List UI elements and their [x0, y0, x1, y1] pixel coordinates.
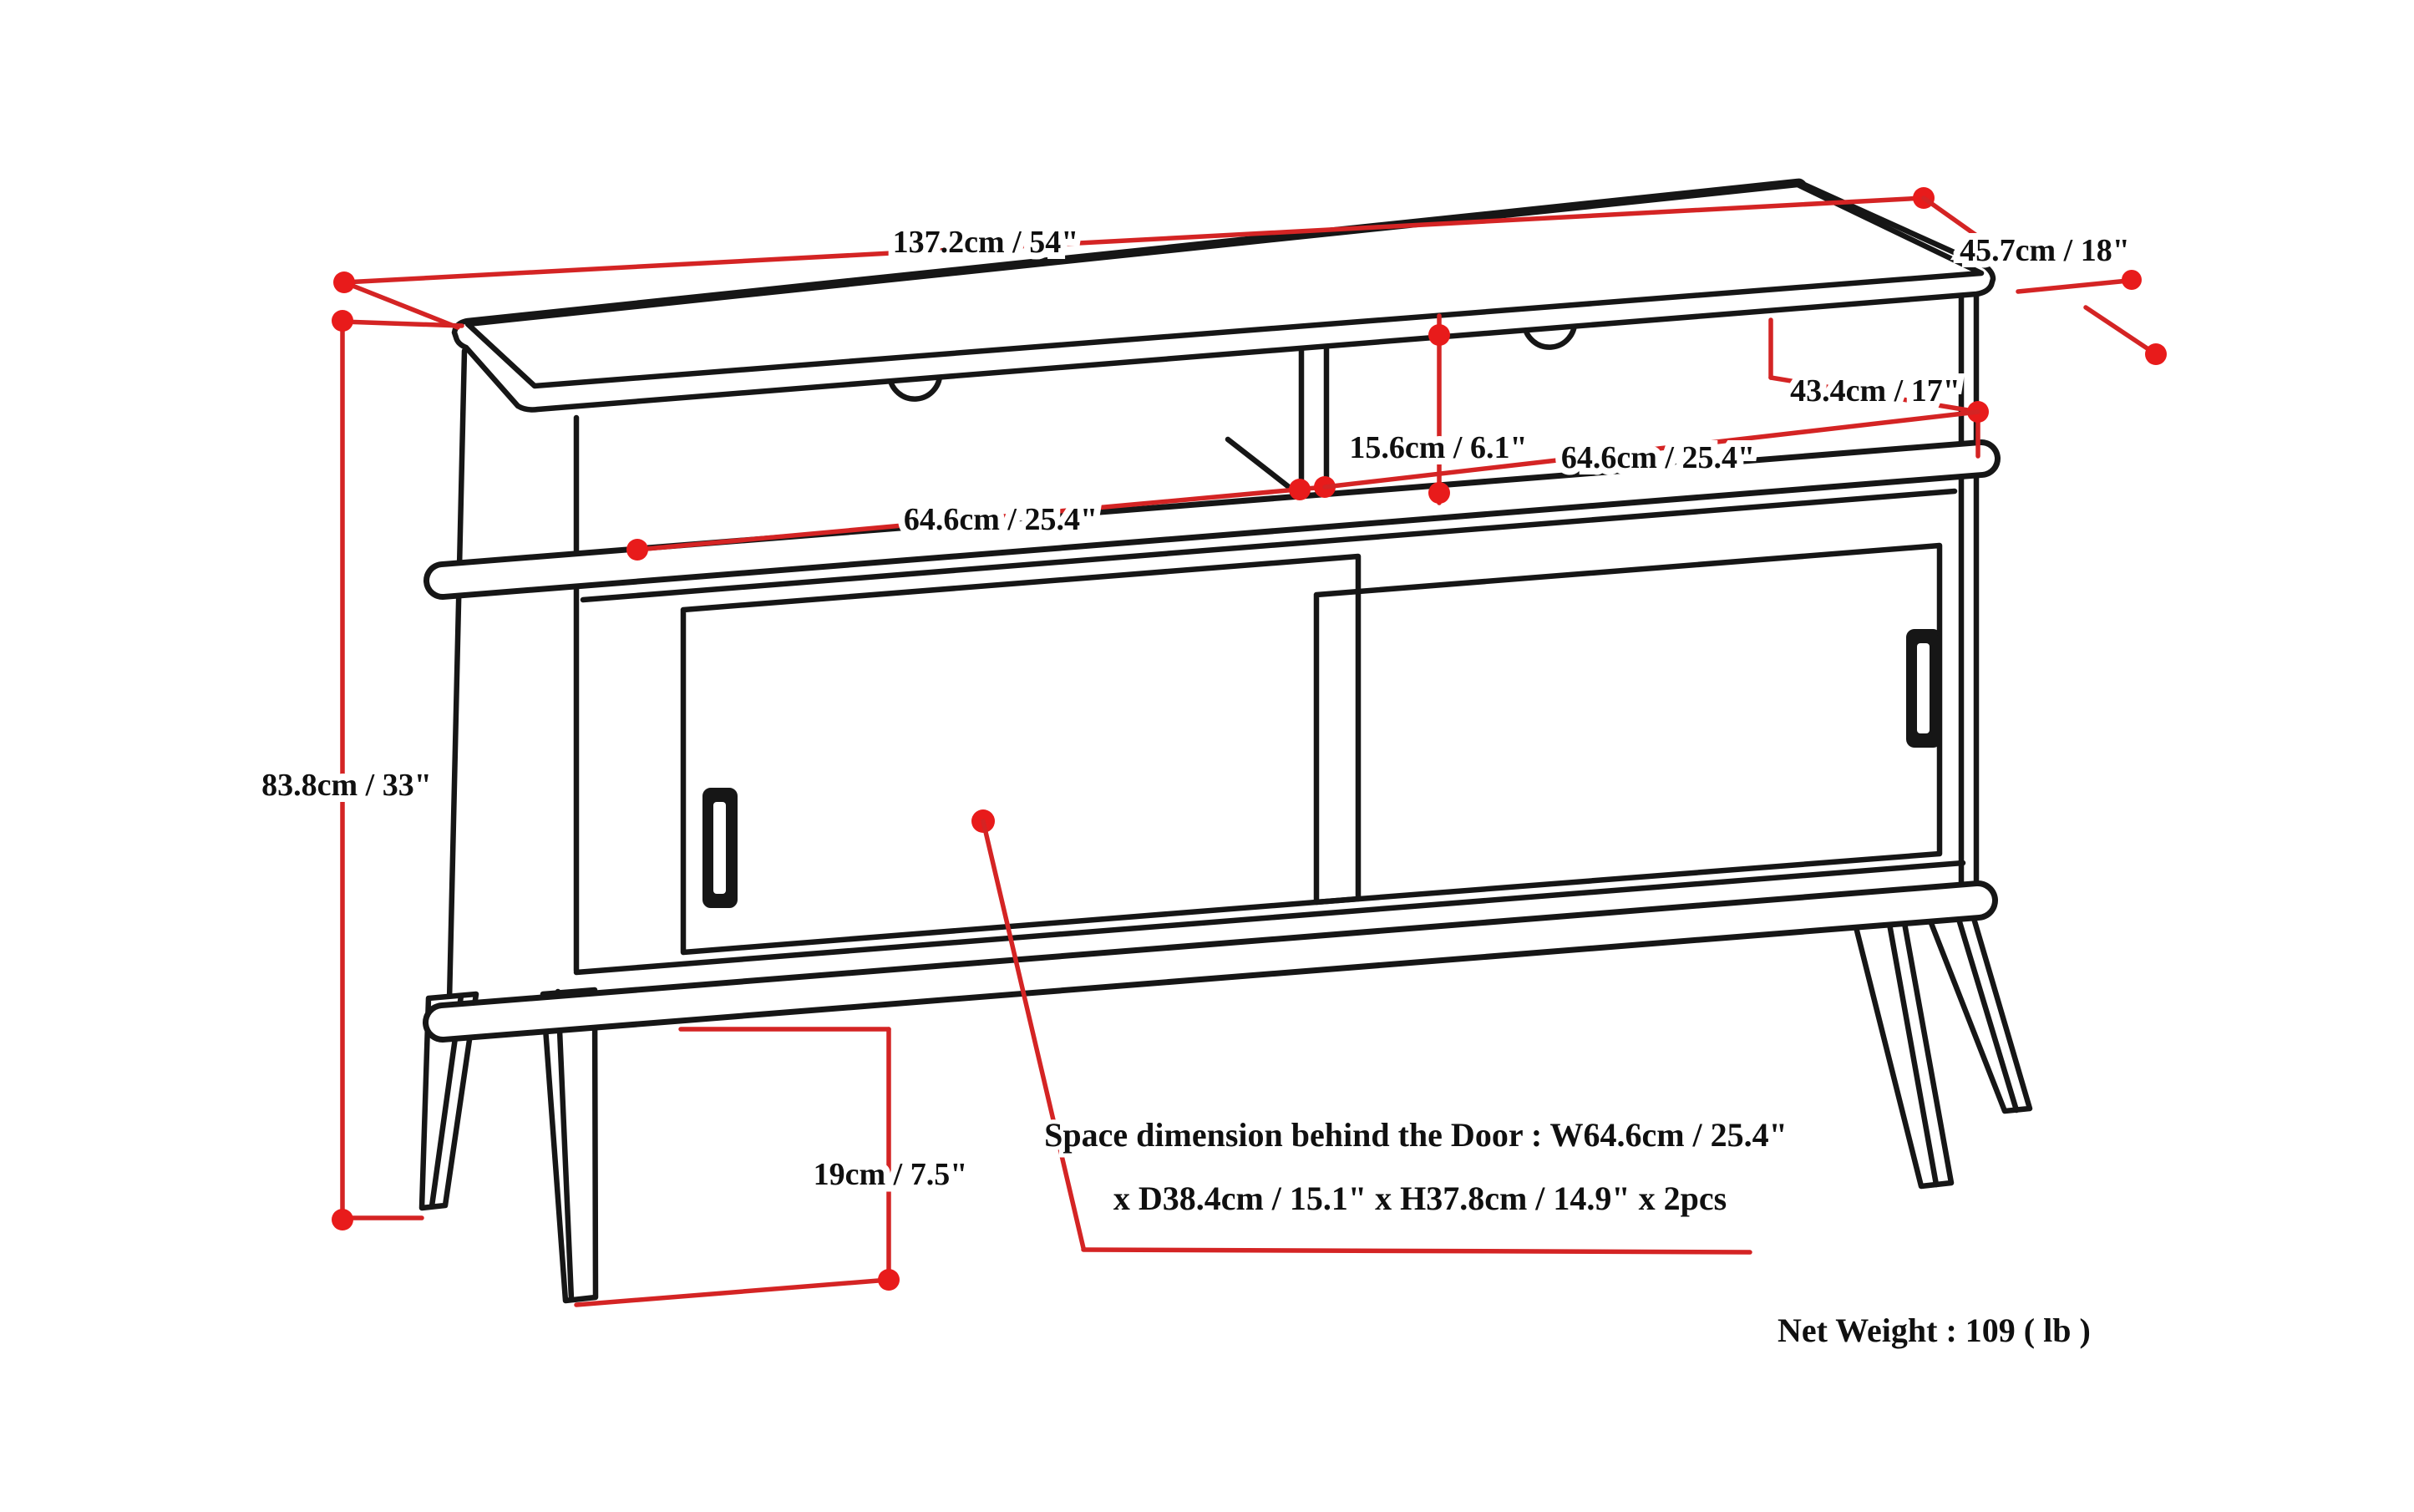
dimension-overall-height: 83.8cm / 33" [255, 310, 464, 1230]
cable-hole-left [886, 368, 943, 402]
leg-front-left-edge [555, 988, 575, 1302]
overall-height-label: 83.8cm / 33" [261, 768, 432, 803]
dimension-top-depth: 45.7cm / 18" [1921, 195, 2167, 365]
top-slab-surface [464, 181, 1985, 389]
door-track-top-line [580, 488, 1958, 603]
right-door-handle [1906, 629, 1941, 748]
leg-height-label: 19cm / 7.5" [814, 1157, 968, 1192]
net-weight-label: Net Weight : 109 ( lb ) [1778, 1312, 2091, 1349]
top-depth-label: 45.7cm / 18" [1960, 233, 2130, 268]
leg-front-left [540, 987, 599, 1304]
bottom-rail-face [429, 886, 1992, 1037]
dimension-interior-depth: 43.4cm / 17" [1768, 317, 1989, 459]
opening-height-label: 15.6cm / 6.1" [1349, 430, 1527, 465]
opening-width-right-label: 64.6cm / 25.4" [1561, 440, 1755, 475]
leg-front-right [1853, 920, 1955, 1190]
door-track-bottom-line [573, 860, 1966, 976]
dimension-opening-width-right: 64.6cm / 25.4" [1322, 409, 1980, 490]
door-space-note: Space dimension behind the Door : W64.6c… [971, 809, 1792, 1255]
door-space-note-line2: x D38.4cm / 15.1" x H37.8cm / 14.9" x 2p… [1113, 1180, 1727, 1217]
shelf-divider [1298, 338, 1330, 496]
shelf-divider-side-face [1225, 436, 1300, 496]
dimension-opening-width-left: 64.6cm / 25.4" [626, 476, 1336, 561]
leg-front-right-edge [1886, 921, 1940, 1188]
left-sliding-door [680, 553, 1362, 956]
tv-stand-outline [418, 178, 2033, 1304]
leg-back-right-edge [1955, 913, 2020, 1114]
left-door-handle [702, 788, 738, 908]
door-space-note-line1: Space dimension behind the Door : W64.6c… [1044, 1116, 1788, 1154]
left-side-panel-outer-edge [446, 348, 468, 1004]
right-sliding-door [1313, 542, 1943, 906]
dimension-opening-height: 15.6cm / 6.1" [1342, 313, 1534, 505]
cable-hole-right [1521, 317, 1578, 350]
opening-width-left-label: 64.6cm / 25.4" [904, 502, 1098, 537]
interior-depth-label: 43.4cm / 17" [1790, 373, 1960, 408]
dimension-leg-height: 19cm / 7.5" [574, 1027, 974, 1307]
middle-shelf-face [429, 445, 1995, 594]
leg-back-right [1926, 912, 2033, 1114]
top-width-label: 137.2cm / 54" [893, 225, 1079, 260]
